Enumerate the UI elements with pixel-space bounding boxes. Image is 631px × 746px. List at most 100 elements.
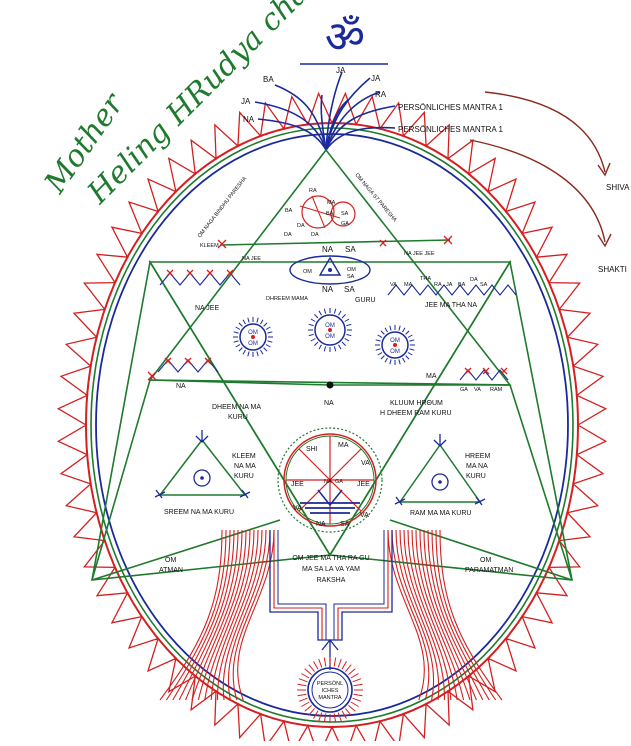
ray-label-ra: RA	[375, 90, 387, 99]
loop-sa-bottom: SA	[344, 285, 355, 294]
top-knot: RA MA BA BA SA GA DA DA DA	[284, 188, 355, 238]
wheel-sa: SA	[340, 521, 350, 528]
sunray-border	[58, 93, 605, 741]
center-loop: NA SA OM OM SA NA SA	[290, 245, 370, 294]
loop-na-bottom: NA	[322, 285, 334, 294]
medallion-line3: MANTRA	[318, 695, 342, 701]
loop-sa-top: SA	[345, 245, 356, 254]
om-paramatman-2: PARAMATMAN	[465, 567, 513, 574]
small-left-base: SREEM NA MA KURU	[164, 509, 234, 516]
wheel-va-bottom: VA	[360, 512, 369, 519]
wheel-va-right: VA	[361, 460, 370, 467]
knot-da2: DA	[284, 232, 292, 238]
red-arcs-left	[160, 530, 274, 700]
knot-da1: DA	[297, 223, 305, 229]
label-mid-left: NA JEE	[195, 305, 219, 312]
small-right-hreem: HREEM	[465, 453, 490, 460]
label-na-left: NA	[176, 383, 186, 390]
om-disc-label: OM	[390, 338, 400, 344]
va-row-va: VA	[390, 282, 397, 288]
center-bottom-box	[270, 530, 392, 640]
knot-ba2: BA	[326, 211, 334, 217]
small-left-nama: NA MA	[234, 463, 256, 470]
label-ram: RAM	[490, 387, 503, 393]
wheel-na-center: NA	[324, 479, 332, 485]
om-disc-label: OM	[325, 323, 335, 329]
label-na-jee-left: NA JEE	[242, 256, 261, 262]
ray-label-na: NA	[243, 115, 255, 124]
small-left-kleem: KLEEM	[232, 453, 256, 460]
label-kleem: KLEEM	[200, 243, 219, 249]
label-na-jee-right: NA JEE JEE	[404, 251, 435, 257]
om-disc-label: OM	[325, 334, 335, 340]
wheel-na: NA	[316, 521, 326, 528]
label-kluum-1: KLUUM HRΘUM	[390, 400, 443, 407]
label-dheem-2: KURU	[228, 414, 248, 421]
va-row-ba: BA	[458, 282, 466, 288]
label-va: VA	[474, 387, 481, 393]
va-row-sa: SA	[480, 282, 488, 288]
label-na-center: NA	[324, 400, 334, 407]
va-row-ma: MA	[404, 282, 413, 288]
center-point	[327, 382, 334, 389]
label-kluum-2: H DHEEM RAM KURU	[380, 410, 452, 417]
inner-ellipse-blue	[96, 134, 568, 716]
knot-ra: RA	[309, 188, 317, 194]
label-ma: MA	[426, 373, 437, 380]
loop-sa-right: SA	[347, 274, 355, 280]
label-ga: GA	[460, 387, 468, 393]
wheel-shi: SHI	[306, 446, 318, 453]
knot-sa: SA	[341, 211, 349, 217]
center-box-line3: RAKSHA	[317, 577, 346, 584]
knot-ba1: BA	[285, 208, 293, 214]
arrow-to-shiva	[485, 92, 605, 172]
wheel-jee-left: JEE	[291, 481, 304, 488]
medallion-line1: PERSÖNL	[317, 680, 343, 687]
zigzag-row-left-marks	[167, 270, 233, 276]
medallion-line2: ICHES	[322, 688, 339, 694]
knot-ga: GA	[341, 221, 349, 227]
small-left-kuru: KURU	[234, 473, 254, 480]
edge-text-left: OM NAGA BINDHU PARESHA	[197, 176, 249, 240]
om-paramatman-1: OM	[480, 557, 491, 564]
red-arcs-right	[388, 530, 502, 700]
ray-label-ja-left: JA	[241, 97, 251, 106]
center-box-line2: MA SA LA VA YAM	[302, 566, 360, 573]
om-discs: OM OM OM OM OM OM	[233, 308, 415, 365]
loop-na-top: NA	[322, 245, 334, 254]
label-shiva: SHIVA	[606, 183, 630, 192]
ray-label-ja-top: JA	[336, 66, 346, 75]
va-row-da: DA	[470, 277, 478, 283]
om-symbol: ॐ	[325, 13, 365, 62]
center-box-line1: OM JEE MA THA RA GU	[292, 555, 369, 562]
va-row-ja: JA	[446, 282, 453, 288]
ray-label-mantra-1a: PERSÖNLICHES MANTRA 1	[398, 103, 503, 112]
ray-label-mantra-1b: PERSÖNLICHES MANTRA 1	[398, 125, 503, 134]
small-right-mana: MA NA	[466, 463, 488, 470]
om-disc-label: OM	[390, 349, 400, 355]
edge-text-right: OM NAGA S7 PARESHA	[353, 172, 397, 223]
knot-da3: DA	[311, 232, 319, 238]
wheel-va-left: VA	[293, 505, 302, 512]
loop-om-left: OM	[303, 269, 312, 275]
va-row-ra: RA	[434, 282, 442, 288]
label-dhreem: DHREEM MAMA	[266, 296, 308, 302]
om-atman-2: ATMAN	[159, 567, 183, 574]
wheel-ga-center: GA	[335, 479, 343, 485]
om-disc-label: OM	[248, 330, 258, 336]
om-disc-label: OM	[248, 341, 258, 347]
label-mid-right: JEE MA THA NA	[425, 302, 477, 309]
label-guru: GURU	[355, 297, 376, 304]
va-row-tha: THA	[420, 276, 431, 282]
label-shakti: SHAKTI	[598, 265, 627, 274]
loop-om-right: OM	[347, 267, 356, 273]
ray-label-ba: BA	[263, 75, 274, 84]
label-dheem-1: DHEEM NA MA	[212, 404, 261, 411]
wheel-jee-right: JEE	[357, 481, 370, 488]
small-right-kuru: KURU	[466, 473, 486, 480]
om-atman-1: OM	[165, 557, 176, 564]
small-right-base: RAM MA MA KURU	[410, 510, 471, 517]
wheel-ma: MA	[338, 442, 349, 449]
